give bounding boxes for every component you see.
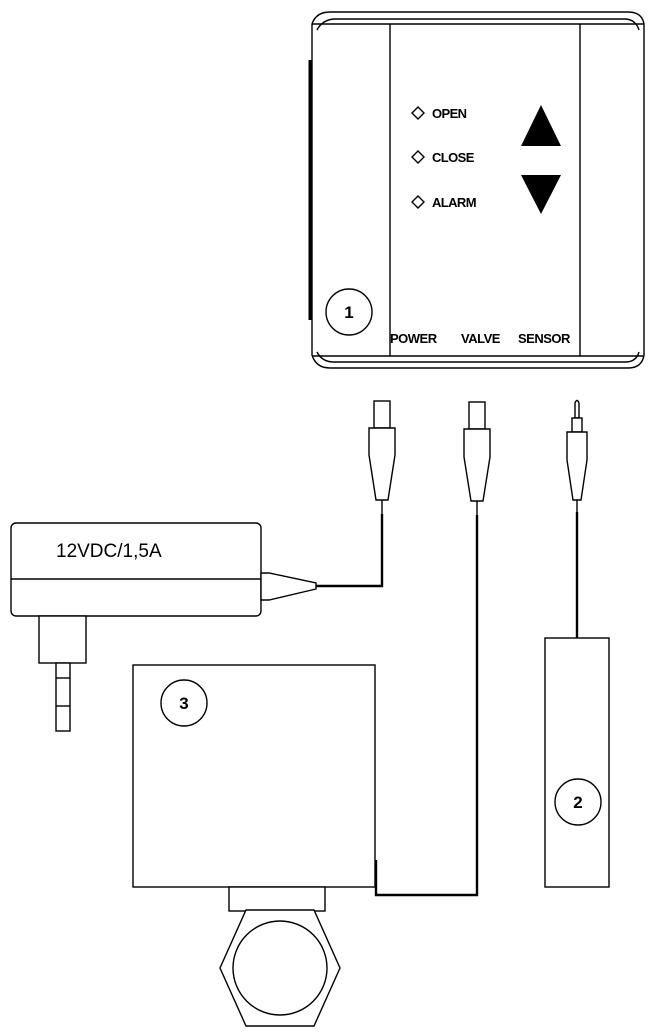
callout-2-number: 2 <box>573 793 582 812</box>
callout-3-number: 3 <box>179 694 188 713</box>
indicator-alarm-label: ALARM <box>432 195 476 210</box>
sensor-plug <box>566 399 588 512</box>
callout-1-number: 1 <box>344 303 353 322</box>
indicator-open: OPEN <box>411 106 467 121</box>
port-power-label: POWER <box>390 331 438 346</box>
hex-nut-icon <box>219 909 341 1027</box>
indicator-close: CLOSE <box>411 150 475 165</box>
port-valve-label: VALVE <box>461 331 501 346</box>
callout-valve: 3 <box>160 679 208 727</box>
power-adapter: 12VDC/1,5A <box>10 522 317 732</box>
callout-controller: 1 <box>325 288 373 336</box>
adapter-rating-label: 12VDC/1,5A <box>56 541 162 562</box>
controller-unit <box>308 11 645 369</box>
callout-sensor: 2 <box>554 778 602 826</box>
adapter-plug-pins <box>38 615 87 732</box>
indicator-open-label: OPEN <box>432 106 467 121</box>
led-close-icon <box>411 150 425 164</box>
valve-plug <box>463 401 491 515</box>
indicator-alarm: ALARM <box>411 195 477 210</box>
indicator-close-label: CLOSE <box>432 150 475 165</box>
leak-sensor <box>544 637 610 888</box>
led-open-icon <box>411 106 425 120</box>
power-cable <box>316 514 384 588</box>
valve-cable <box>374 515 479 897</box>
arrow-up-icon[interactable] <box>521 105 561 146</box>
port-sensor-label: SENSOR <box>518 331 571 346</box>
led-alarm-icon <box>411 195 425 209</box>
arrow-down-icon[interactable] <box>521 175 561 214</box>
power-plug <box>368 400 396 514</box>
